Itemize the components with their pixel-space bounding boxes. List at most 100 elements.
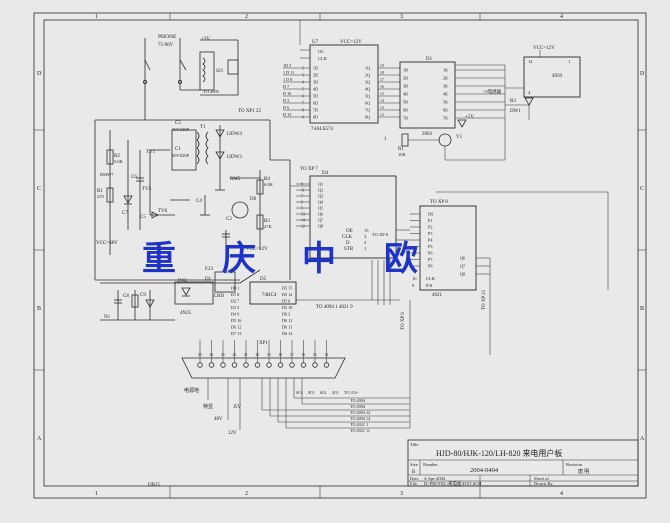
connector-pin-number: 22 bbox=[233, 353, 237, 357]
col-marker-4-bottom: 4 bbox=[560, 491, 563, 497]
u5-right-pin: D5 15 bbox=[282, 286, 292, 291]
connector-top-label: 4C4 bbox=[332, 391, 338, 395]
d4-clk: CLK bbox=[342, 235, 352, 240]
tv1-label: TV1 bbox=[146, 150, 156, 155]
u7-pin-number: 5 bbox=[302, 88, 304, 92]
conn-j5v-label: J5V bbox=[233, 405, 241, 410]
c4-label: C4 bbox=[196, 199, 202, 204]
d1-output-label: 5K bbox=[443, 100, 448, 105]
title-text: HJD-80/HJK-120/LH-820 来电用户板 bbox=[436, 448, 562, 458]
d4-pin-number: 14 bbox=[301, 219, 305, 223]
plus-3v-label: +3V bbox=[201, 37, 210, 42]
size-value: B bbox=[412, 470, 416, 475]
u8-pin10: 10 bbox=[412, 276, 417, 281]
d4-pin-number: 8 bbox=[301, 183, 303, 187]
d1-input-label: 7B bbox=[403, 116, 408, 121]
connector-signal-label: TO 4021 1 bbox=[350, 422, 368, 427]
u8-pin-label: P7 bbox=[428, 257, 432, 262]
u7-output-label: 2Q bbox=[365, 73, 370, 78]
watermark-char-1: 重 bbox=[142, 239, 176, 279]
connector-pin-number: 20 bbox=[256, 353, 260, 357]
u5-left-pin: D1 8 bbox=[231, 292, 239, 297]
u5-left-pin: D7 13 bbox=[231, 331, 241, 336]
d4-pin-number: 6 bbox=[301, 201, 303, 205]
vcc12-left-label: VCC=12V bbox=[246, 247, 268, 252]
u8-pin-label: P1 bbox=[428, 218, 432, 223]
u7-input-pin: D 3 bbox=[283, 98, 289, 103]
row-marker-c-right: C bbox=[640, 186, 644, 192]
file-label: File bbox=[410, 481, 417, 486]
u5-left-pin: D2 7 bbox=[231, 299, 239, 304]
dw3-label: 12DW3 bbox=[226, 155, 242, 160]
u7-oc: OC bbox=[318, 49, 324, 54]
watermark-char-3: 中 bbox=[302, 239, 336, 279]
d4-d: D bbox=[346, 241, 350, 246]
u7-input-label: 5D bbox=[313, 94, 318, 99]
u4-vcc: VCC=12V bbox=[533, 46, 555, 51]
u7-input-label: 3D bbox=[313, 80, 318, 85]
u7-output-pin: 14 bbox=[380, 99, 384, 103]
u5-left-pin: D6 12 bbox=[231, 325, 241, 330]
date-value: 4-Apr-2004 bbox=[424, 476, 446, 481]
connector-pin-number: 24 bbox=[210, 353, 214, 357]
connector-signal-label: TO 4094 bbox=[350, 404, 366, 409]
conn-48v-label: 48V bbox=[214, 417, 223, 422]
u4-pin14: 14 bbox=[528, 59, 533, 64]
u4-r3-label: R3 bbox=[510, 99, 516, 104]
u5-right-pin: D5 10 bbox=[282, 305, 292, 310]
c6-label: C6 bbox=[131, 175, 137, 180]
connector-signal-label: TO 4021 11 bbox=[350, 428, 370, 433]
u7-pin-number: 3 bbox=[302, 74, 304, 78]
connector-pin-number: 18 bbox=[279, 353, 283, 357]
u7-pin-number: 6 bbox=[302, 95, 304, 99]
u7-input-label: 2D bbox=[313, 73, 318, 78]
lrd-label: LRD bbox=[214, 294, 224, 299]
d1-input-label: 5B bbox=[403, 100, 408, 105]
tv5-label: TV5 bbox=[142, 187, 152, 192]
u7-pin-number: 7 bbox=[302, 102, 304, 106]
n1-label: N1 bbox=[104, 315, 111, 320]
d1-ref: D1 bbox=[426, 57, 433, 62]
u7-output-label: 5Q bbox=[365, 94, 370, 99]
u7-output-pin: 19 bbox=[380, 64, 384, 68]
r2-label: R2 bbox=[114, 154, 120, 159]
d1-output-label: 6K bbox=[443, 108, 448, 113]
u7-input-pin: 1 D 8 bbox=[283, 77, 292, 82]
d4-q-label: Q3 bbox=[318, 194, 323, 199]
d4-to-xp8: TO XP 8 bbox=[372, 232, 389, 237]
u7-pin-number: 4 bbox=[302, 81, 304, 85]
col-marker-2-bottom: 2 bbox=[245, 491, 248, 497]
u7-output-label: 4Q bbox=[365, 87, 370, 92]
d1-output-label: 1K bbox=[443, 68, 448, 73]
watermark-char-4: 欧 bbox=[384, 239, 418, 279]
col-marker-3-bottom: 3 bbox=[400, 491, 403, 497]
u7-output-label: 1Q bbox=[365, 66, 370, 71]
to-xp1-22-label: TO XP1 22 bbox=[238, 109, 261, 114]
d4-pin-number: 12 bbox=[301, 225, 305, 229]
d1-input-label: 3B bbox=[403, 84, 408, 89]
d1-output-label: 2K bbox=[443, 76, 448, 81]
c5-label: C5 bbox=[175, 121, 181, 126]
u7-output-pin: 16 bbox=[380, 85, 384, 89]
u8-pin9: 9 bbox=[412, 283, 415, 288]
r1-label: R1 bbox=[97, 189, 103, 194]
d1-pin1: 1 bbox=[384, 137, 387, 142]
vcc48-label: VCC=48V bbox=[96, 241, 118, 246]
transistor-section: R4 6.8K RM5 D6 R3 27K C2 C4 VCC=12V bbox=[196, 170, 274, 260]
rm5-label: RM5 bbox=[230, 177, 241, 182]
r3-label: R3 bbox=[264, 219, 270, 224]
d1-part: 2003 bbox=[422, 132, 433, 137]
u8-pin-label: P2 bbox=[428, 225, 432, 230]
row-marker-c: C bbox=[37, 186, 41, 192]
conn-ref: XP1 bbox=[259, 341, 268, 346]
connector-pin-number: 23 bbox=[221, 353, 225, 357]
connector-top-label: TO 1C4+ bbox=[344, 391, 358, 395]
d4-ref: D4 bbox=[322, 171, 329, 176]
relay-sj1-label: SJ1 bbox=[216, 69, 224, 74]
d4-q-label: Q8 bbox=[318, 224, 323, 229]
title-label: Title bbox=[410, 442, 418, 447]
u4-dw1-label: DW1 bbox=[510, 109, 521, 114]
